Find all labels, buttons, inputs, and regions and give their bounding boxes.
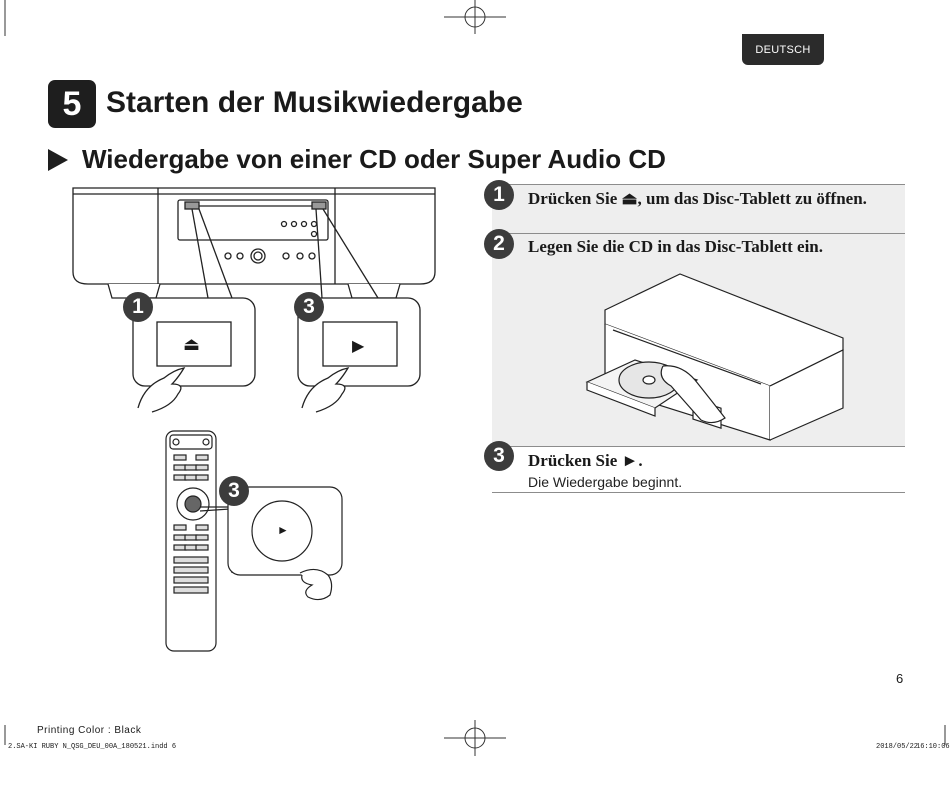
footer-print-color: Printing Color : Black [37,725,142,736]
step-number-3: 3 [484,441,514,471]
page-number: 6 [896,671,904,686]
subsection-title: Wiedergabe von einer CD oder Super Audio… [82,144,666,174]
section-title: Starten der Musikwiedergabe [106,86,523,119]
section-number-badge: 5 [48,80,96,128]
step-number-2: 2 [484,229,514,259]
step-divider [492,492,905,493]
remote-callout-number-3: 3 [219,476,249,506]
step-3-text: Drücken Sie ►. [528,451,643,470]
footer-time: 16:10:06 [916,743,950,751]
player-illustration [72,187,436,413]
language-tab: DEUTSCH [742,34,824,65]
play-icon: ▶ [352,338,365,355]
footer-file-name: 2.SA-KI RUBY N_QSG_DEU_00A_180521.indd 6 [8,743,177,751]
eject-icon: ⏏ [183,334,201,354]
step-number-1: 1 [484,180,514,210]
step-2-text: Legen Sie die CD in das Disc-Tablett ein… [528,237,824,256]
step-1-text: Drücken Sie ⏏, um das Disc-Tablett zu öf… [528,189,867,208]
step-divider [492,184,905,185]
subsection-arrow-icon [48,149,68,171]
step-divider [492,233,905,234]
step-3-subtext: Die Wiedergabe beginnt. [528,474,683,490]
remote-illustration [165,430,343,652]
step-divider [492,446,905,447]
disc-insertion-illustration [585,273,844,441]
footer-date: 2018/05/22 [876,743,919,751]
remote-play-icon: ► [277,523,289,537]
callout-number-1: 1 [123,292,153,322]
callout-number-3: 3 [294,292,324,322]
